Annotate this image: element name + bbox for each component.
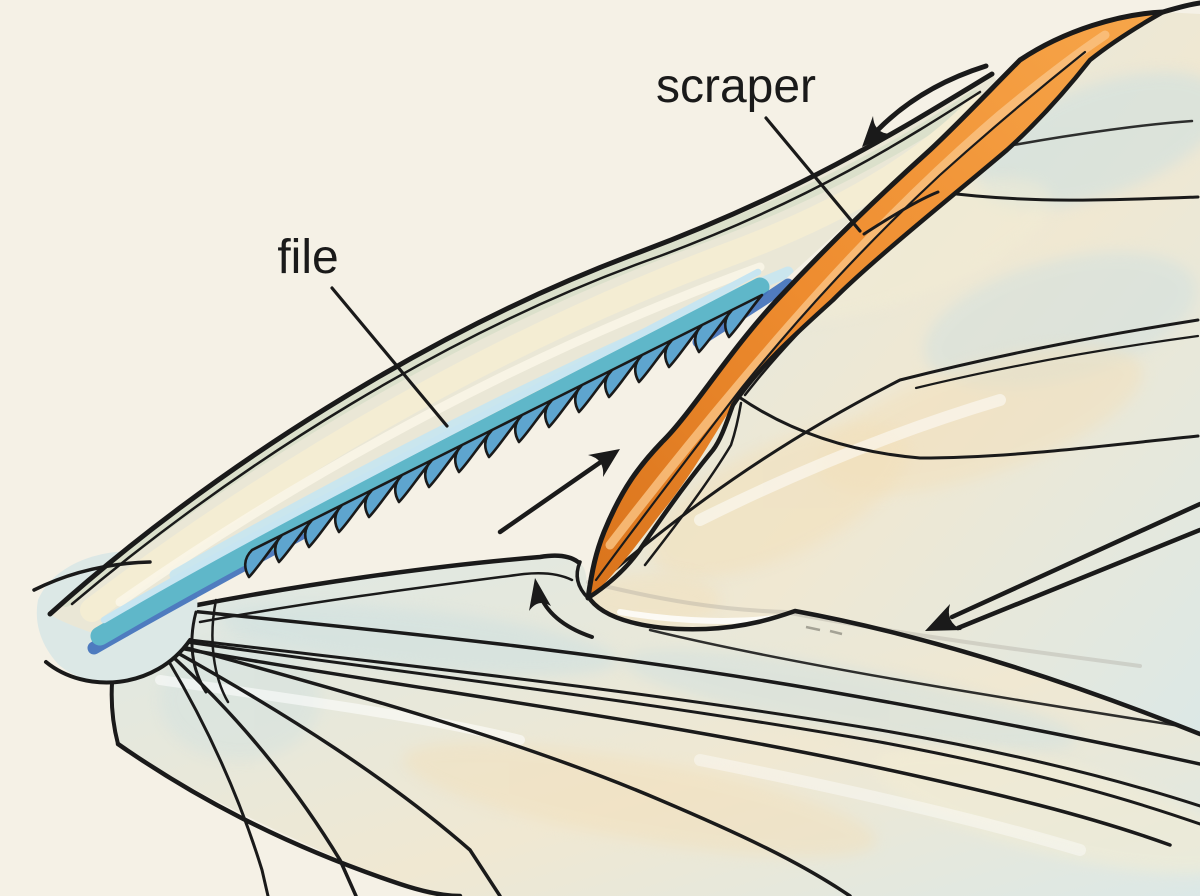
right-forewing xyxy=(585,12,1200,737)
right-wing-vein-2 xyxy=(610,318,1200,574)
fan-vein-4 xyxy=(174,650,502,896)
scraper-right-edge xyxy=(585,9,1166,601)
fan-vein-2 xyxy=(184,640,1200,826)
fan-vein-6 xyxy=(166,658,270,896)
right-wing-lower-edge xyxy=(585,593,1200,737)
fan-lower-sweep xyxy=(115,741,463,896)
flat-wing-vein-2 xyxy=(90,630,1172,847)
right-wing-top-vein xyxy=(1006,119,1194,148)
file-teeth xyxy=(243,293,764,579)
scraper-inner-vein xyxy=(594,50,1087,582)
wing-lift-arrow xyxy=(529,578,594,639)
base-top-outline xyxy=(32,560,152,592)
scraper-leader-line xyxy=(764,116,862,233)
scraper-notch-vein xyxy=(862,190,940,236)
right-wing-vein-1 xyxy=(938,190,1200,202)
fan-vein-3 xyxy=(178,644,852,896)
upper-wing-inner-line xyxy=(70,90,982,606)
hinge-fold-2 xyxy=(211,598,230,704)
flat-wing-second-line xyxy=(198,572,574,624)
wing-edge-continuation xyxy=(1160,0,1200,15)
wing-closing-arrow xyxy=(925,501,1200,631)
lower-wings xyxy=(82,553,1200,896)
right-wing-vein-3 xyxy=(737,395,1200,460)
scraper-label: scraper xyxy=(656,60,816,113)
flat-wing-vein-1 xyxy=(82,598,1200,766)
file-leader-line xyxy=(330,286,449,428)
scraper-left-edge xyxy=(585,9,1166,601)
right-wing-lower-edge-2 xyxy=(648,628,1182,728)
scraper-tip-curl xyxy=(575,560,590,600)
dashed-detail xyxy=(805,625,843,636)
right-wing-vein-2b xyxy=(914,334,1200,390)
base-bottom-outline xyxy=(44,638,192,685)
fan-vein-1 xyxy=(188,638,1200,808)
upper-forewing xyxy=(32,71,1002,704)
flat-wing-top-edge xyxy=(189,553,581,609)
scraper-motion-arrow xyxy=(862,63,989,147)
upper-wing-stripes xyxy=(59,90,990,622)
hinge-fold-1 xyxy=(190,610,208,694)
scraper-parallel-vein xyxy=(643,401,743,567)
file-motion-arrow xyxy=(497,449,620,535)
upper-wing-top-edge xyxy=(47,71,995,617)
motion-arrows xyxy=(497,63,1200,639)
soft-shadow-line xyxy=(586,580,1142,668)
lower-wing-washes xyxy=(155,603,1200,874)
file-label: file xyxy=(277,231,338,284)
annotations: file scraper xyxy=(277,60,862,428)
